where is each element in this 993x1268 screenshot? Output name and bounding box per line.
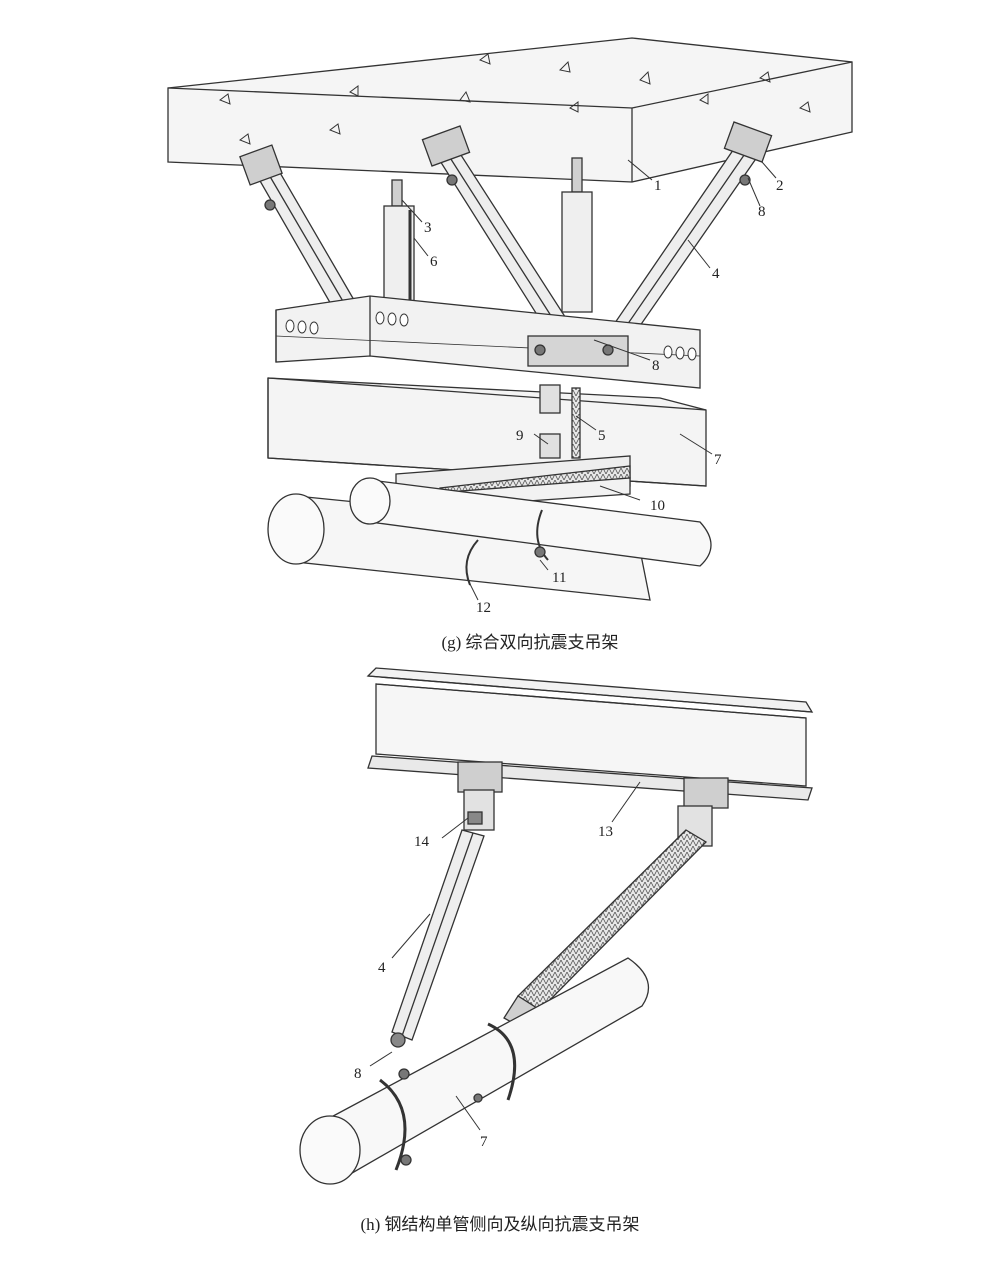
label-4: 4: [712, 266, 720, 282]
label-13: 13: [598, 824, 613, 840]
labels-g: 1 2 3 4 5 6 7 8 8 9 10 11 12: [424, 178, 784, 616]
brace-h-left: [390, 829, 485, 1048]
label-8-h: 8: [354, 1066, 362, 1082]
figure-h: 13 14 4 8 7: [299, 667, 814, 1185]
leader-lines-g: [401, 159, 777, 601]
steel-beam: [366, 667, 814, 801]
label-4-h: 4: [378, 960, 386, 976]
label-5: 5: [598, 428, 606, 444]
label-8-lower: 8: [652, 358, 660, 374]
brace-center: [421, 125, 581, 349]
concrete-slab: [167, 37, 853, 183]
pipe-front: [349, 477, 712, 586]
hanger-rod-right: [561, 157, 593, 313]
label-14: 14: [414, 834, 430, 850]
label-12: 12: [476, 600, 491, 616]
hanger-rod-left: [383, 179, 415, 307]
caption-g: (g) 综合双向抗震支吊架: [441, 633, 619, 652]
label-6: 6: [430, 254, 438, 270]
labels-h: 13 14 4 8 7: [354, 824, 613, 1150]
figure-g: 1 2 3 4 5 6 7 8 8 9 10 11 12: [167, 37, 853, 616]
label-7-h: 7: [480, 1134, 488, 1150]
label-1: 1: [654, 178, 662, 194]
threaded-rod: [539, 384, 581, 459]
brace-right: [605, 121, 773, 347]
label-2: 2: [776, 178, 784, 194]
label-3: 3: [424, 220, 432, 236]
beam-clamp-left: [457, 761, 503, 831]
upper-channel: [275, 295, 701, 389]
caption-h: (h) 钢结构单管侧向及纵向抗震支吊架: [360, 1215, 640, 1234]
label-11: 11: [552, 570, 566, 586]
label-9: 9: [516, 428, 524, 444]
pipe-h: [299, 957, 650, 1185]
label-8-upper: 8: [758, 204, 766, 220]
leader-lines-h: [369, 781, 641, 1131]
label-7: 7: [714, 452, 722, 468]
label-10: 10: [650, 498, 665, 514]
